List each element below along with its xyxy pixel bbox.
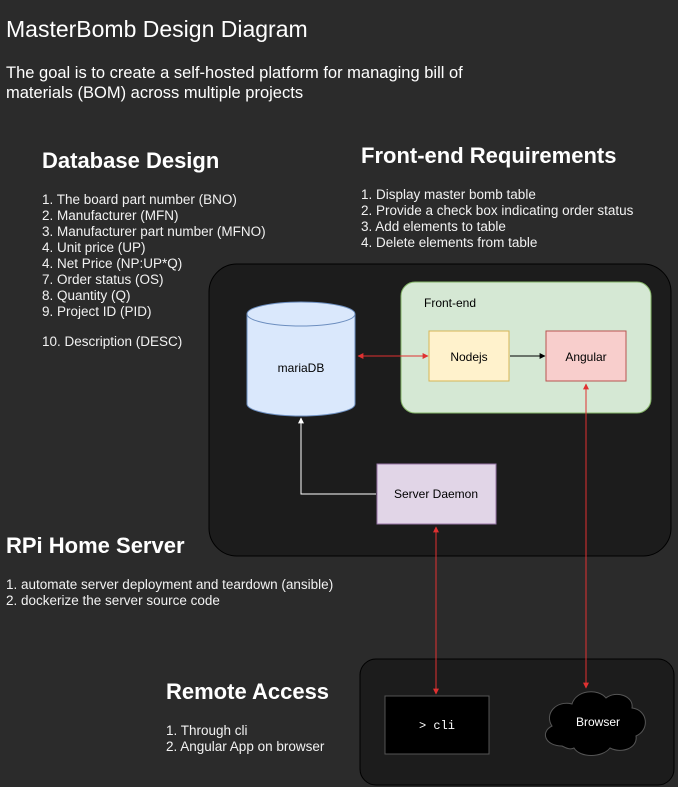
list-item: 9. Project ID (PID): [42, 304, 152, 319]
list-item: 4. Net Price (NP:UP*Q): [42, 256, 183, 271]
browser-label: Browser: [576, 715, 620, 729]
list-item: 1. Display master bomb table: [361, 187, 536, 202]
list-item: 1. The board part number (BNO): [42, 192, 237, 207]
list-item: 3. Manufacturer part number (MFNO): [42, 224, 266, 239]
angular-node: Angular: [545, 330, 627, 382]
frontend-requirements-list: 1. Display master bomb table 2. Provide …: [361, 187, 633, 251]
server-daemon-label: Server Daemon: [394, 487, 478, 501]
mariadb-node: mariaDB: [246, 301, 356, 417]
list-item: 8. Quantity (Q): [42, 288, 131, 303]
mariadb-label: mariaDB: [278, 361, 325, 375]
list-item: 4. Unit price (UP): [42, 240, 146, 255]
angular-label: Angular: [565, 350, 606, 364]
cli-label: > cli: [419, 719, 455, 733]
daemon-mariadb-connector: [298, 417, 376, 495]
list-item: 1. Through cli: [166, 723, 248, 738]
list-item: 7. Order status (OS): [42, 272, 164, 287]
list-item: 2. Provide a check box indicating order …: [361, 203, 634, 218]
nodejs-node: Nodejs: [428, 330, 510, 382]
nodejs-label: Nodejs: [450, 350, 487, 364]
frontend-requirements-heading: Front-end Requirements: [361, 143, 617, 168]
list-item: 10. Description (DESC): [42, 334, 183, 349]
rpi-home-server-list: 1. automate server deployment and teardo…: [6, 577, 333, 609]
list-item: 3. Add elements to table: [361, 219, 506, 234]
browser-node: Browser: [544, 691, 646, 756]
database-design-heading: Database Design: [42, 148, 220, 173]
goal-text: The goal is to create a self-hosted plat…: [6, 64, 463, 102]
list-item: 2. Manufacturer (MFN): [42, 208, 179, 223]
list-item: 2. dockerize the server source code: [6, 593, 220, 608]
server-daemon-node: Server Daemon: [376, 463, 497, 525]
list-item: 1. automate server deployment and teardo…: [6, 577, 334, 592]
remote-access-heading: Remote Access: [166, 679, 330, 704]
remote-access-list: 1. Through cli 2. Angular App on browser: [166, 723, 324, 755]
page-title: MasterBomb Design Diagram: [6, 16, 308, 42]
list-item: 4. Delete elements from table: [361, 235, 538, 250]
rpi-home-server-heading: RPi Home Server: [6, 533, 185, 558]
database-design-list: 1. The board part number (BNO) 2. Manufa…: [42, 192, 266, 350]
cli-node: > cli: [384, 695, 490, 755]
frontend-group-label: Front-end: [424, 296, 476, 310]
list-item: 2. Angular App on browser: [166, 739, 325, 754]
